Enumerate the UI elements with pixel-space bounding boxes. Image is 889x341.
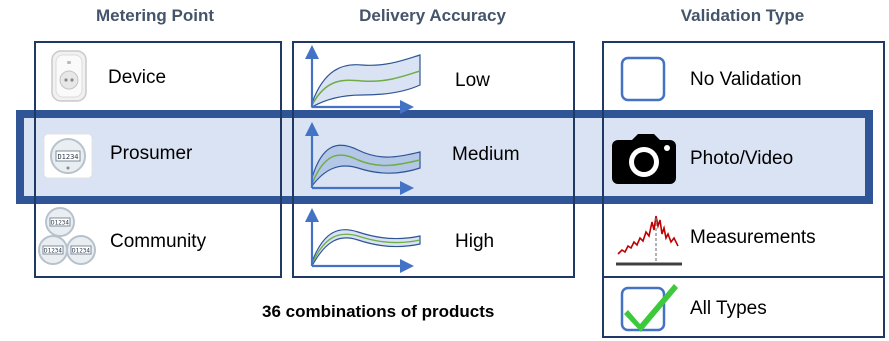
medium-band-curve-icon <box>305 122 421 195</box>
narrow-band-curve-icon <box>305 208 421 273</box>
selected-row-highlight <box>16 110 873 204</box>
metering-item-community[interactable]: D1234 D1234 D1234 Community <box>36 204 280 276</box>
accuracy-item-high[interactable]: High <box>294 204 573 276</box>
accuracy-item-low[interactable]: Low <box>294 43 573 114</box>
combinations-caption: 36 combinations of products <box>262 302 495 321</box>
validation-label-no-validation: No Validation <box>690 69 802 90</box>
validation-item-no-validation[interactable]: No Validation <box>604 43 883 113</box>
metering-label-prosumer: Prosumer <box>110 143 193 164</box>
camera-icon <box>612 134 676 184</box>
header-validation-type: Validation Type <box>680 6 805 25</box>
metering-point-column <box>34 41 282 278</box>
validation-item-all-types[interactable]: All Types <box>604 278 883 336</box>
svg-text:D1234: D1234 <box>44 248 62 255</box>
validation-label-measurements: Measurements <box>690 227 816 248</box>
smart-plug-icon <box>51 50 87 102</box>
header-delivery-accuracy: Delivery Accuracy <box>359 6 506 25</box>
all-types-box <box>602 276 885 338</box>
delivery-accuracy-column <box>292 41 575 278</box>
accuracy-label-medium: Medium <box>452 144 520 165</box>
metering-label-community: Community <box>110 231 207 252</box>
checked-checkbox-icon <box>620 284 678 332</box>
multiple-meters-icon: D1234 D1234 D1234 <box>38 207 96 265</box>
empty-checkbox-icon <box>620 56 666 102</box>
metering-item-device[interactable]: Device <box>36 43 280 113</box>
validation-item-photo-video[interactable]: Photo/Video <box>604 120 883 196</box>
validation-label-photo-video: Photo/Video <box>690 148 794 169</box>
svg-text:D1234: D1234 <box>51 220 69 227</box>
accuracy-item-medium[interactable]: Medium <box>294 118 573 196</box>
validation-label-all-types: All Types <box>690 298 767 319</box>
wide-band-curve-icon <box>305 45 421 114</box>
svg-text:D1234: D1234 <box>72 248 90 255</box>
metering-label-device: Device <box>108 67 167 88</box>
smart-meter-icon: D1234 <box>43 133 93 179</box>
metering-item-prosumer[interactable]: D1234 Prosumer <box>36 120 280 194</box>
accuracy-label-low: Low <box>455 70 490 91</box>
measurement-graph-icon <box>616 215 682 266</box>
accuracy-label-high: High <box>455 231 495 252</box>
validation-item-measurements[interactable]: Measurements <box>604 204 883 276</box>
svg-text:D1234: D1234 <box>57 153 78 161</box>
header-metering-point: Metering Point <box>95 6 215 25</box>
